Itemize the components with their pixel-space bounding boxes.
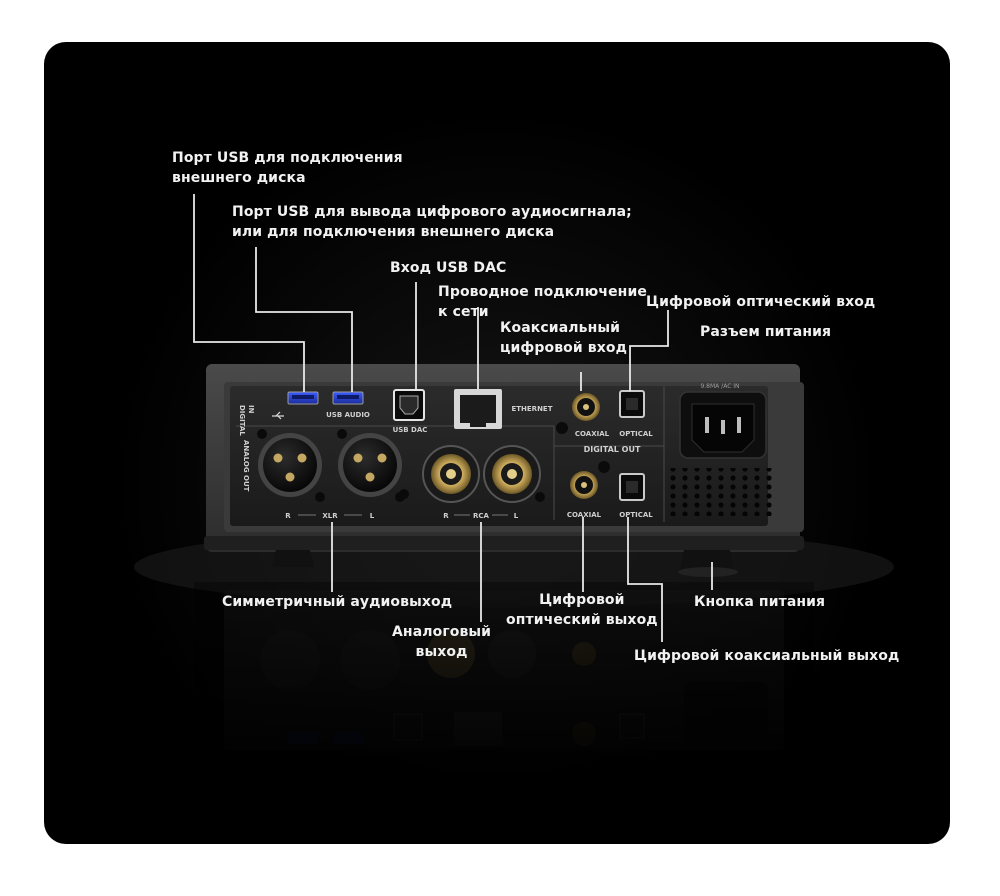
xlr-right-connector — [258, 433, 322, 497]
panel-rca-r: R — [443, 512, 449, 520]
label-usb-disk: Порт USB для подключения внешнего диска — [172, 150, 403, 186]
label-balanced-out: Симметричный аудиовыход — [222, 594, 453, 610]
panel-coaxial-out: COAXIAL — [567, 511, 602, 519]
rca-left-connector — [483, 445, 541, 503]
leader-lines — [193, 194, 713, 642]
label-power-button: Кнопка питания — [694, 594, 826, 610]
rca-right-connector — [422, 445, 480, 503]
xlr-left-connector — [338, 433, 402, 497]
diagram-frame: DIGITAL IN ANALOG OUT USB AUDIO USB DAC … — [44, 42, 950, 844]
panel-rca-label: RCA — [473, 512, 490, 520]
panel-usb-dac: USB DAC — [393, 426, 428, 434]
panel-digital-in-line2: IN — [247, 405, 255, 414]
label-coaxial-in: Коаксиальный цифровой вход — [500, 320, 627, 356]
label-power-socket: Разъем питания — [700, 324, 832, 340]
usb-symbol-icon — [272, 411, 284, 420]
label-analog-out: Аналоговый выход — [392, 624, 492, 660]
label-usb-audio: Порт USB для вывода цифрового аудиосигна… — [232, 204, 632, 240]
panel-xlr-label: XLR — [322, 512, 338, 520]
ventilation-grille — [670, 468, 772, 516]
panel-xlr-l: L — [370, 512, 375, 520]
panel-digital-out: DIGITAL OUT — [584, 445, 641, 454]
label-optical-out: Цифровой оптический выход — [506, 592, 658, 628]
panel-optical-in: OPTICAL — [619, 430, 653, 438]
panel-coaxial-in: COAXIAL — [575, 430, 610, 438]
panel-rca-l: L — [514, 512, 519, 520]
device-illustration: DIGITAL IN ANALOG OUT USB AUDIO USB DAC … — [134, 364, 894, 844]
panel-optical-out: OPTICAL — [619, 511, 653, 519]
panel-digital-in-line1: DIGITAL — [238, 405, 246, 436]
label-coaxial-out: Цифровой коаксиальный выход — [634, 648, 900, 664]
label-ethernet: Проводное подключение к сети — [438, 284, 647, 320]
panel-power-rating: 9.8MA /AC IN — [700, 383, 739, 390]
panel-usb-audio: USB AUDIO — [326, 411, 370, 419]
label-optical-in: Цифровой оптический вход — [646, 294, 876, 310]
panel-xlr-r: R — [285, 512, 291, 520]
panel-analog-out: ANALOG OUT — [242, 440, 250, 492]
label-usb-dac: Вход USB DAC — [390, 260, 507, 276]
panel-ethernet: ETHERNET — [511, 405, 552, 413]
